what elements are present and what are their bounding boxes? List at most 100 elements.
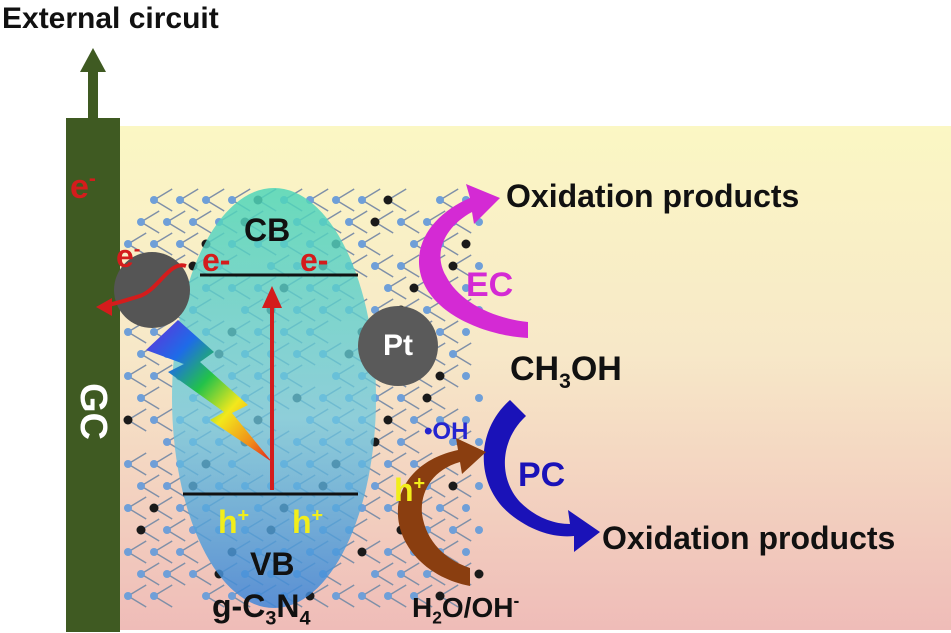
methanol-sub: 3 bbox=[559, 369, 571, 393]
lattice-nitrogen-atom bbox=[332, 592, 340, 600]
lattice-nitrogen-atom bbox=[384, 548, 392, 556]
water-sup: - bbox=[513, 590, 520, 611]
lattice-nitrogen-atom bbox=[475, 482, 483, 490]
electron-transfer-arrow bbox=[105, 263, 187, 307]
external-circuit-label: External circuit bbox=[2, 2, 219, 35]
electron-transfer-arrowhead bbox=[96, 298, 112, 316]
lattice-nitrogen-atom bbox=[150, 460, 158, 468]
lattice-nitrogen-atom bbox=[462, 284, 470, 292]
hole-reaction-arrow bbox=[397, 438, 486, 586]
semiconductor-sub-2: 4 bbox=[299, 607, 311, 630]
lattice-carbon-atom bbox=[461, 239, 471, 249]
hole-sign-1: + bbox=[237, 504, 250, 527]
methanol-b: OH bbox=[570, 350, 622, 388]
hole-symbol-2: h bbox=[292, 504, 312, 540]
electron-symbol: e bbox=[70, 168, 89, 206]
lattice-nitrogen-atom bbox=[462, 328, 470, 336]
lattice-nitrogen-atom bbox=[124, 240, 132, 248]
lattice-nitrogen-atom bbox=[371, 570, 379, 578]
vb-label: VB bbox=[250, 546, 295, 582]
pt-label: Pt bbox=[383, 329, 413, 362]
sphere-electron-label: e- bbox=[116, 238, 140, 274]
lattice-nitrogen-atom bbox=[202, 196, 210, 204]
lattice-nitrogen-atom bbox=[137, 218, 145, 226]
lattice-carbon-atom bbox=[383, 195, 393, 205]
lattice-nitrogen-atom bbox=[384, 460, 392, 468]
semiconductor-sub-1: 3 bbox=[265, 607, 277, 630]
electron-sign: - bbox=[88, 167, 96, 191]
hole-sign-2: + bbox=[311, 504, 324, 527]
semiconductor-label: g-C3N4 bbox=[212, 588, 310, 628]
lattice-nitrogen-atom bbox=[462, 504, 470, 512]
excitation-arrowhead bbox=[262, 286, 282, 308]
lattice-nitrogen-atom bbox=[436, 196, 444, 204]
lattice-nitrogen-atom bbox=[189, 218, 197, 226]
gc-label: GC bbox=[72, 383, 114, 440]
product-top-label: Oxidation products bbox=[506, 178, 800, 214]
lattice-nitrogen-atom bbox=[475, 262, 483, 270]
water-sub: 2 bbox=[432, 607, 442, 628]
lattice-nitrogen-atom bbox=[137, 394, 145, 402]
lattice-nitrogen-atom bbox=[150, 328, 158, 336]
lattice-nitrogen-atom bbox=[397, 438, 405, 446]
semiconductor-base: g-C bbox=[212, 588, 266, 624]
pt-sphere bbox=[358, 306, 438, 386]
lattice-nitrogen-atom bbox=[176, 504, 184, 512]
electrode-electron-label: e- bbox=[70, 167, 96, 206]
lattice-nitrogen-atom bbox=[397, 218, 405, 226]
lattice-carbon-atom bbox=[435, 591, 445, 601]
water-label: H2O/OH- bbox=[412, 590, 520, 626]
cb-electron-1: e- bbox=[202, 242, 231, 278]
lattice-nitrogen-atom bbox=[150, 548, 158, 556]
lattice-nitrogen-atom bbox=[150, 416, 158, 424]
lattice-nitrogen-atom bbox=[449, 350, 457, 358]
lattice-nitrogen-atom bbox=[371, 262, 379, 270]
lattice-nitrogen-atom bbox=[384, 284, 392, 292]
lattice-nitrogen-atom bbox=[124, 548, 132, 556]
lattice-nitrogen-atom bbox=[345, 218, 353, 226]
lattice-nitrogen-atom bbox=[475, 394, 483, 402]
lattice-nitrogen-atom bbox=[163, 218, 171, 226]
ec-label: EC bbox=[466, 266, 514, 304]
lattice-nitrogen-atom bbox=[137, 350, 145, 358]
lattice-carbon-atom bbox=[474, 569, 484, 579]
lattice-carbon-atom bbox=[383, 415, 393, 425]
lattice-carbon-atom bbox=[422, 393, 432, 403]
lattice-nitrogen-atom bbox=[475, 438, 483, 446]
water-a: H bbox=[412, 592, 433, 623]
lattice-nitrogen-atom bbox=[358, 240, 366, 248]
lattice-nitrogen-atom bbox=[358, 196, 366, 204]
lattice-nitrogen-atom bbox=[462, 416, 470, 424]
lattice-nitrogen-atom bbox=[397, 570, 405, 578]
lattice-nitrogen-atom bbox=[124, 460, 132, 468]
lattice-nitrogen-atom bbox=[449, 526, 457, 534]
radical-label: •OH bbox=[424, 418, 469, 445]
hole-symbol-1: h bbox=[218, 504, 238, 540]
lattice-nitrogen-atom bbox=[163, 570, 171, 578]
lattice-nitrogen-atom bbox=[462, 372, 470, 380]
external-circuit-arrowhead bbox=[80, 48, 106, 72]
lattice-nitrogen-atom bbox=[163, 438, 171, 446]
lattice-nitrogen-atom bbox=[124, 328, 132, 336]
lattice-nitrogen-atom bbox=[202, 592, 210, 600]
lattice-carbon-atom bbox=[435, 371, 445, 381]
lattice-nitrogen-atom bbox=[397, 262, 405, 270]
hole-sign-3: + bbox=[413, 472, 426, 495]
lattice-nitrogen-atom bbox=[436, 416, 444, 424]
lattice-nitrogen-atom bbox=[423, 218, 431, 226]
lattice-carbon-atom bbox=[370, 217, 380, 227]
gc-electrode bbox=[66, 118, 120, 632]
lattice-nitrogen-atom bbox=[410, 240, 418, 248]
lattice-nitrogen-atom bbox=[384, 592, 392, 600]
lattice-nitrogen-atom bbox=[423, 306, 431, 314]
vb-hole-1: h+ bbox=[218, 504, 250, 540]
lattice-nitrogen-atom bbox=[410, 416, 418, 424]
lattice-carbon-atom bbox=[123, 415, 133, 425]
lattice-nitrogen-atom bbox=[410, 592, 418, 600]
cb-electron-2: e- bbox=[300, 242, 329, 278]
electron-symbol-2: e bbox=[116, 238, 134, 274]
vb-hole-2: h+ bbox=[292, 504, 324, 540]
lattice-nitrogen-atom bbox=[124, 592, 132, 600]
lattice-nitrogen-atom bbox=[397, 394, 405, 402]
